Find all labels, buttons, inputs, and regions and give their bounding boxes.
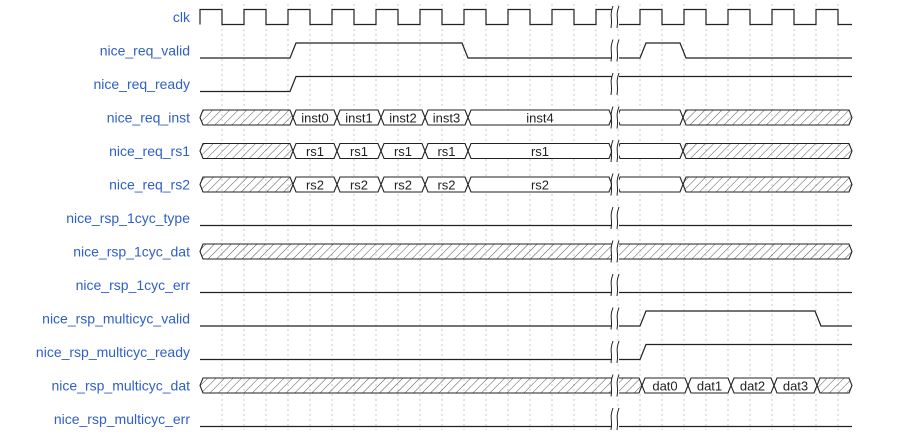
bus-value-label: rs1: [531, 144, 549, 159]
signal-label: nice_rsp_multicyc_valid: [42, 311, 190, 327]
break-stroke: [616, 407, 620, 431]
bus-value-label: rs1: [350, 144, 368, 159]
break-gap: [612, 307, 619, 330]
break-gap: [612, 6, 619, 28]
break-gap: [612, 341, 619, 363]
break-stroke: [616, 206, 620, 230]
break-stroke: [616, 39, 620, 62]
break-stroke: [610, 72, 614, 96]
bus-hatch: [199, 176, 294, 193]
break-stroke: [616, 340, 620, 364]
break-stroke: [610, 340, 614, 364]
break-stroke: [610, 206, 614, 230]
bus-value-label: rs1: [306, 144, 324, 159]
signal-label: nice_req_valid: [100, 43, 190, 59]
signal-label: nice_rsp_1cyc_dat: [73, 244, 190, 260]
break-stroke: [610, 240, 614, 263]
bus-segment: [616, 142, 684, 160]
signal-label: nice_rsp_multicyc_err: [54, 411, 190, 427]
signal-waves: inst0 inst1 inst2 inst3 inst4 rs1 rs1 rs1 rs1 rs1…: [199, 8, 853, 428]
bus-value-label: rs1: [437, 144, 455, 159]
break-stroke: [616, 139, 620, 163]
break-stroke: [610, 39, 614, 62]
break-gap: [612, 207, 619, 229]
break-stroke: [616, 240, 620, 263]
bus-value-label: dat3: [783, 379, 808, 394]
break-stroke: [616, 307, 620, 330]
bus-hatch: [682, 176, 853, 193]
bus-hatch: [199, 142, 294, 160]
break-gap: [612, 73, 619, 95]
bus-hatch: [682, 109, 853, 126]
break-stroke: [616, 273, 620, 297]
break-gap: [612, 140, 619, 162]
signal-label: nice_req_inst: [107, 110, 190, 126]
bus-value-label: inst0: [301, 111, 328, 126]
bus-hatch: [199, 109, 294, 126]
nice-rsp-multicyc-valid-wave: [200, 310, 852, 327]
break-stroke: [616, 374, 620, 397]
break-gap: [612, 274, 619, 296]
bus-value-label: dat0: [652, 379, 677, 394]
break-stroke: [616, 72, 620, 96]
signal-label: nice_req_rs1: [109, 143, 190, 159]
break-stroke: [610, 5, 614, 29]
signal-label: nice_rsp_1cyc_err: [76, 277, 191, 293]
break-gap: [612, 106, 619, 129]
bus-value-label: inst3: [433, 111, 460, 126]
grid-lines: [221, 4, 839, 430]
time-break-marks: [610, 5, 620, 431]
break-gap: [612, 240, 619, 263]
nice-req-ready-wave: [200, 75, 852, 93]
break-stroke: [610, 273, 614, 297]
bus-hatch: [816, 377, 853, 394]
signal-labels: clk nice_req_valid nice_req_ready nice_req_…: [36, 9, 191, 427]
bus-value-label: rs2: [394, 178, 412, 193]
bus-segment: [616, 109, 684, 126]
signal-label: nice_req_ready: [93, 76, 190, 92]
bus-segment: [616, 176, 684, 193]
bus-hatch: [682, 142, 853, 160]
bus-value-label: inst1: [345, 111, 372, 126]
bus-value-label: rs2: [350, 178, 368, 193]
break-stroke: [616, 5, 620, 29]
nice-req-valid-wave: [200, 42, 852, 59]
signal-label: nice_rsp_multicyc_dat: [51, 378, 190, 394]
break-stroke: [610, 106, 614, 129]
bus-value-label: rs2: [531, 178, 549, 193]
signal-label: nice_rsp_multicyc_ready: [36, 344, 190, 360]
break-gap: [612, 39, 619, 62]
bus-value-label: inst4: [526, 111, 553, 126]
break-stroke: [610, 139, 614, 163]
break-stroke: [610, 374, 614, 397]
break-gap: [612, 173, 619, 196]
bus-hatch: [199, 377, 643, 394]
signal-label: nice_rsp_1cyc_type: [66, 210, 190, 226]
break-stroke: [610, 407, 614, 431]
bus-value-label: dat2: [740, 379, 765, 394]
break-gap: [612, 374, 619, 397]
bus-value-label: rs2: [437, 178, 455, 193]
signal-label: clk: [173, 9, 191, 25]
break-gap: [612, 408, 619, 430]
bus-value-label: rs2: [306, 178, 324, 193]
break-stroke: [610, 307, 614, 330]
break-stroke: [616, 106, 620, 129]
break-stroke: [610, 173, 614, 196]
bus-value-label: inst2: [389, 111, 416, 126]
bus-hatch: [199, 243, 853, 260]
signal-label: nice_req_rs2: [109, 177, 190, 193]
nice-rsp-multicyc-ready-wave: [200, 343, 852, 361]
bus-value-label: rs1: [394, 144, 412, 159]
bus-value-label: dat1: [697, 379, 722, 394]
break-stroke: [616, 173, 620, 196]
clk-wave: [199, 8, 852, 26]
